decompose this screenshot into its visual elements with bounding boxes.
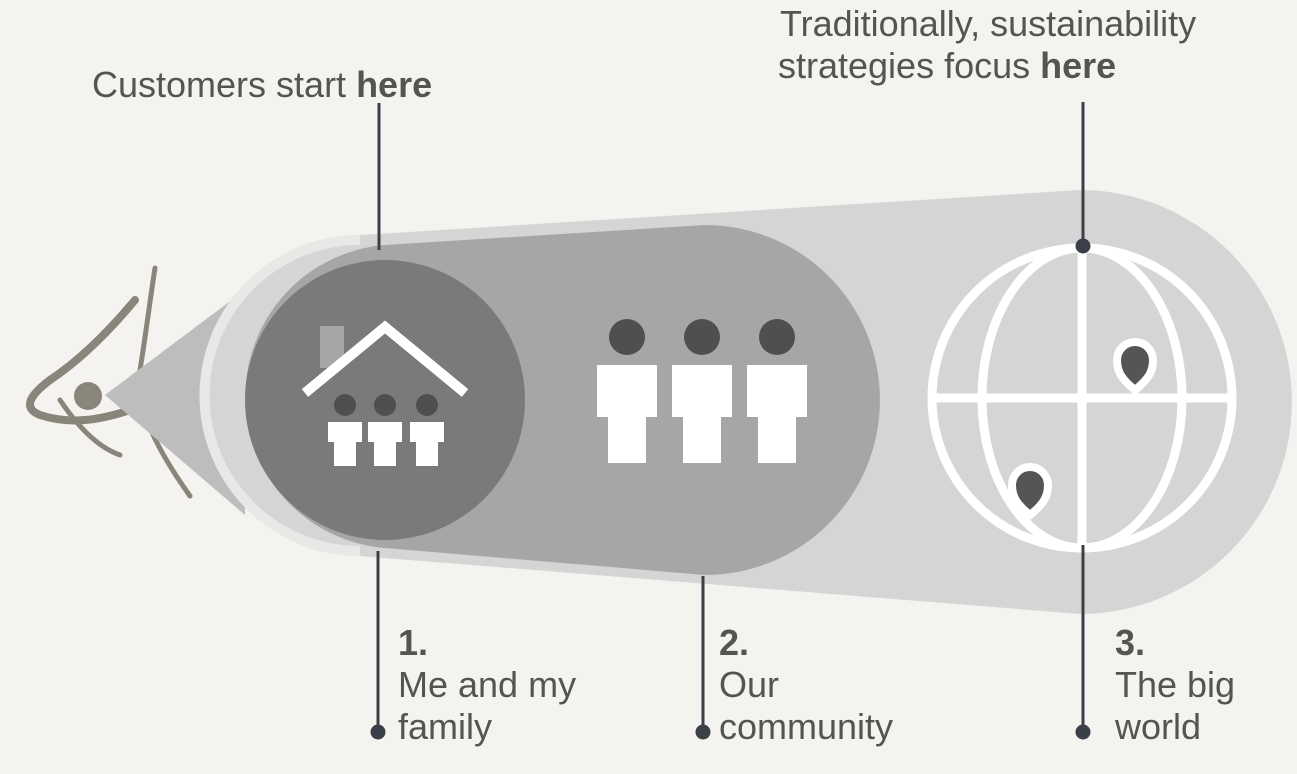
house-family-icon xyxy=(301,320,469,466)
map-pin-icon xyxy=(1007,338,1158,521)
globe-pins-icon xyxy=(927,243,1237,553)
level-title-line: The big xyxy=(1115,664,1236,705)
level-1-label: 1. Me and my family xyxy=(398,622,576,748)
callout-text: Customers start xyxy=(92,64,357,105)
customers-start-callout: Customers start here xyxy=(92,64,432,106)
level-number: 1. xyxy=(398,622,429,663)
callout-emphasis: here xyxy=(356,64,433,105)
callout-emphasis: here xyxy=(1040,45,1117,86)
level-2-label: 2. Our community xyxy=(719,622,893,748)
level-title-line: community xyxy=(719,706,894,747)
level-title-line: Me and my xyxy=(398,664,577,705)
callout-line: strategies focus xyxy=(778,45,1041,86)
level-title-line: family xyxy=(398,706,493,747)
connector-lines xyxy=(370,102,1091,740)
community-people-icon xyxy=(597,319,807,463)
level-title-line: world xyxy=(1115,706,1202,747)
level-3-label: 3. The big world xyxy=(1115,622,1235,748)
traditional-focus-callout: Traditionally, sustainability strategies… xyxy=(778,3,1197,87)
level-number: 3. xyxy=(1115,622,1146,663)
callout-line: Traditionally, sustainability xyxy=(780,3,1197,44)
level-title-line: Our xyxy=(719,664,780,705)
level-number: 2. xyxy=(719,622,750,663)
